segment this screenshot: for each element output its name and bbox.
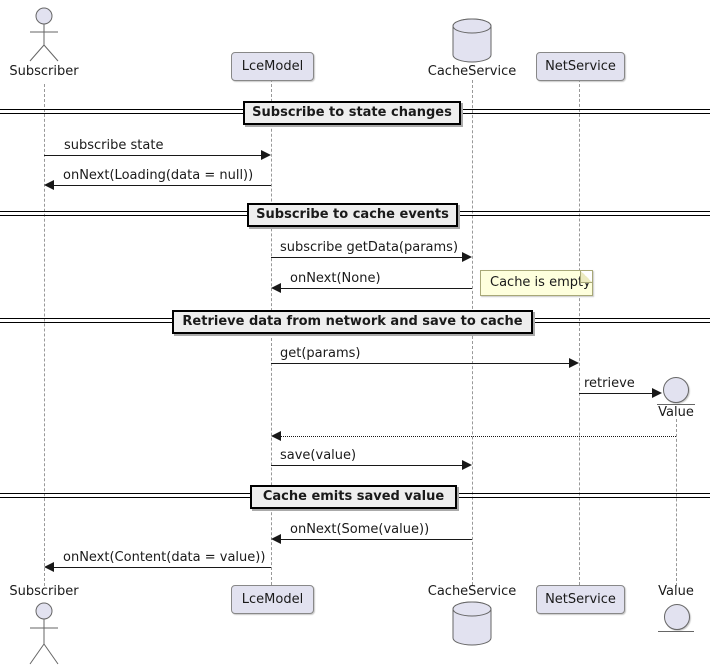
message-line: [271, 465, 462, 466]
arrowhead-right-icon: [261, 150, 271, 160]
message-line: [277, 288, 472, 289]
arrowhead-left-icon: [271, 534, 281, 544]
participant-box-lcemodel: LceModel: [231, 52, 314, 81]
message-label: retrieve: [584, 376, 635, 391]
participant-label-subscriber: Subscriber: [9, 64, 79, 79]
participant-label-subscriber-footer: Subscriber: [9, 584, 79, 599]
entity-underline: [658, 631, 694, 632]
message-line: [277, 539, 472, 540]
arrowhead-left-icon: [271, 283, 281, 293]
message-label: onNext(Loading(data = null)): [63, 168, 254, 183]
note-text: Cache is empty: [490, 275, 591, 290]
actor-icon: [24, 5, 64, 63]
return-line: [277, 436, 676, 437]
message-label: onNext(None): [290, 271, 381, 286]
arrowhead-right-icon: [569, 358, 579, 368]
message-label: subscribe state: [64, 138, 164, 153]
message-line: [271, 257, 462, 258]
message-label: save(value): [280, 448, 357, 463]
message-line: [579, 393, 652, 394]
message-label: subscribe getData(params): [280, 240, 459, 255]
note-fold-icon: [580, 271, 592, 283]
lifeline-value: [676, 419, 677, 586]
actor-icon: [24, 600, 64, 666]
divider-subscribe-state-changes: Subscribe to state changes: [243, 101, 461, 125]
entity-icon: [664, 604, 690, 630]
participant-label-cacheservice-footer: CacheService: [427, 584, 517, 599]
database-icon: [452, 601, 492, 646]
message-line: [44, 155, 262, 156]
arrowhead-right-icon: [462, 252, 472, 262]
participant-box-netservice-footer: NetService: [536, 585, 625, 614]
message-label: get(params): [280, 346, 361, 361]
entity-icon: [663, 377, 689, 403]
message-line: [50, 185, 271, 186]
arrowhead-right-icon: [652, 388, 662, 398]
divider-subscribe-cache-events: Subscribe to cache events: [247, 203, 458, 227]
arrowhead-left-icon: [44, 180, 54, 190]
message-label: onNext(Content(data = value)): [63, 550, 266, 565]
note-cache-is-empty: Cache is empty: [480, 270, 593, 296]
arrowhead-left-icon: [271, 431, 281, 441]
message-label: onNext(Some(value)): [290, 522, 430, 537]
lifeline-subscriber: [44, 84, 45, 586]
database-icon: [452, 18, 492, 63]
participant-label-cacheservice: CacheService: [427, 64, 517, 79]
arrowhead-right-icon: [462, 460, 472, 470]
divider-retrieve-data: Retrieve data from network and save to c…: [172, 310, 533, 334]
message-line: [50, 567, 271, 568]
participant-label-value: Value: [658, 405, 694, 420]
participant-box-lcemodel-footer: LceModel: [231, 585, 314, 614]
lifeline-netservice: [579, 79, 580, 585]
participant-box-netservice: NetService: [536, 52, 625, 81]
arrowhead-left-icon: [44, 562, 54, 572]
message-line: [271, 363, 569, 364]
entity-underline: [657, 404, 695, 405]
divider-cache-emits: Cache emits saved value: [250, 485, 457, 509]
participant-label-value-footer: Value: [658, 584, 694, 599]
